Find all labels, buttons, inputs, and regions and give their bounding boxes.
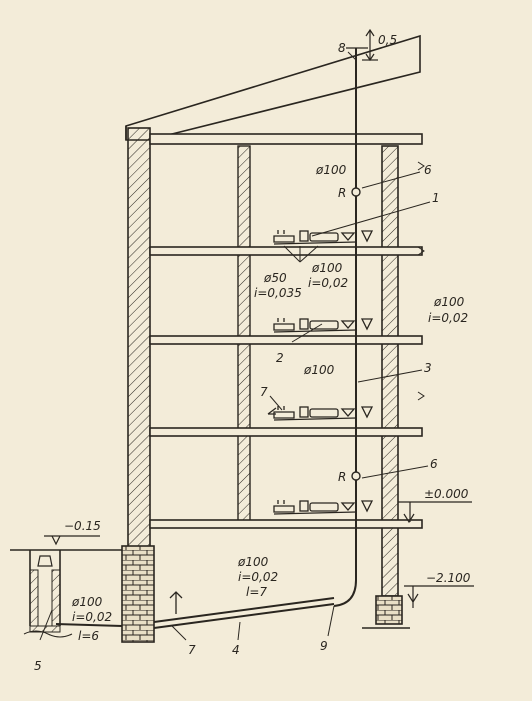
callout-2: 2 [276, 351, 284, 365]
level-basement-label: −2.100 [426, 571, 471, 585]
fixtures-floor-4 [273, 230, 374, 245]
callout-3: 3 [424, 361, 432, 375]
callout-6-lower: 6 [430, 457, 438, 471]
cleanout-floor [267, 407, 277, 415]
floor-branch-slope: i=0,02 [308, 276, 348, 290]
fixtures-floor-3 [273, 318, 374, 333]
revision-mark-b: R [338, 470, 346, 484]
level-mark-floor [398, 501, 472, 524]
vent-dimension [346, 28, 378, 62]
floor-branch-diameter: ø100 [311, 261, 343, 275]
branch-slope: i=0,035 [254, 286, 302, 300]
branch-diameter: ø50 [263, 271, 287, 285]
floor-slabs [149, 133, 423, 529]
outlet-slope: i=0,02 [72, 610, 112, 624]
main-length: l=7 [246, 585, 267, 599]
callout-4: 4 [232, 643, 240, 657]
level-floor-label: ±0.000 [424, 487, 469, 501]
level-ground-label: −0.15 [64, 519, 101, 533]
riser-top-diameter: ø100 [315, 163, 347, 177]
riser-right-slope: i=0,02 [428, 311, 468, 325]
level-mark-ground [44, 535, 100, 546]
callout-7-basement: 7 [188, 643, 196, 657]
revision-mark-a: R [338, 186, 346, 200]
main-diameter: ø100 [237, 555, 269, 569]
ground-and-manhole [10, 549, 122, 638]
break-marks [417, 161, 425, 401]
callout-9: 9 [320, 639, 328, 653]
roof [125, 34, 421, 141]
basement-main-pipe [153, 597, 335, 629]
revision-fitting-upper [351, 187, 361, 197]
cleanout-basement [169, 591, 183, 614]
callout-8: 8 [338, 41, 346, 55]
fixtures-floor-2 [273, 406, 374, 421]
callout-7-floor: 7 [260, 385, 268, 399]
vent-height-label: 0,5 [378, 33, 397, 47]
riser-right-diameter: ø100 [433, 295, 465, 309]
pipe-annotations: ø100 ø50 i=0,035 ø100 i=0,02 ø100 i=0,02… [71, 163, 468, 643]
main-slope: i=0,02 [238, 570, 278, 584]
fixtures-floor-1 [273, 500, 374, 515]
outlet-length: l=6 [78, 629, 99, 643]
callout-6-upper: 6 [424, 163, 432, 177]
outlet-diameter: ø100 [71, 595, 103, 609]
callout-5: 5 [34, 659, 42, 673]
outlet-pipe [55, 623, 123, 627]
revision-fitting-lower [351, 471, 361, 481]
right-wall [362, 145, 410, 629]
callout-1: 1 [432, 191, 440, 205]
leader-lines [39, 51, 431, 641]
riser-mid-diameter: ø100 [303, 363, 335, 377]
interior-column [237, 145, 251, 525]
level-mark-basement [404, 585, 474, 608]
left-wall [121, 127, 155, 643]
callouts: 8 6 1 2 3 7 6 5 7 4 9 [34, 41, 440, 673]
